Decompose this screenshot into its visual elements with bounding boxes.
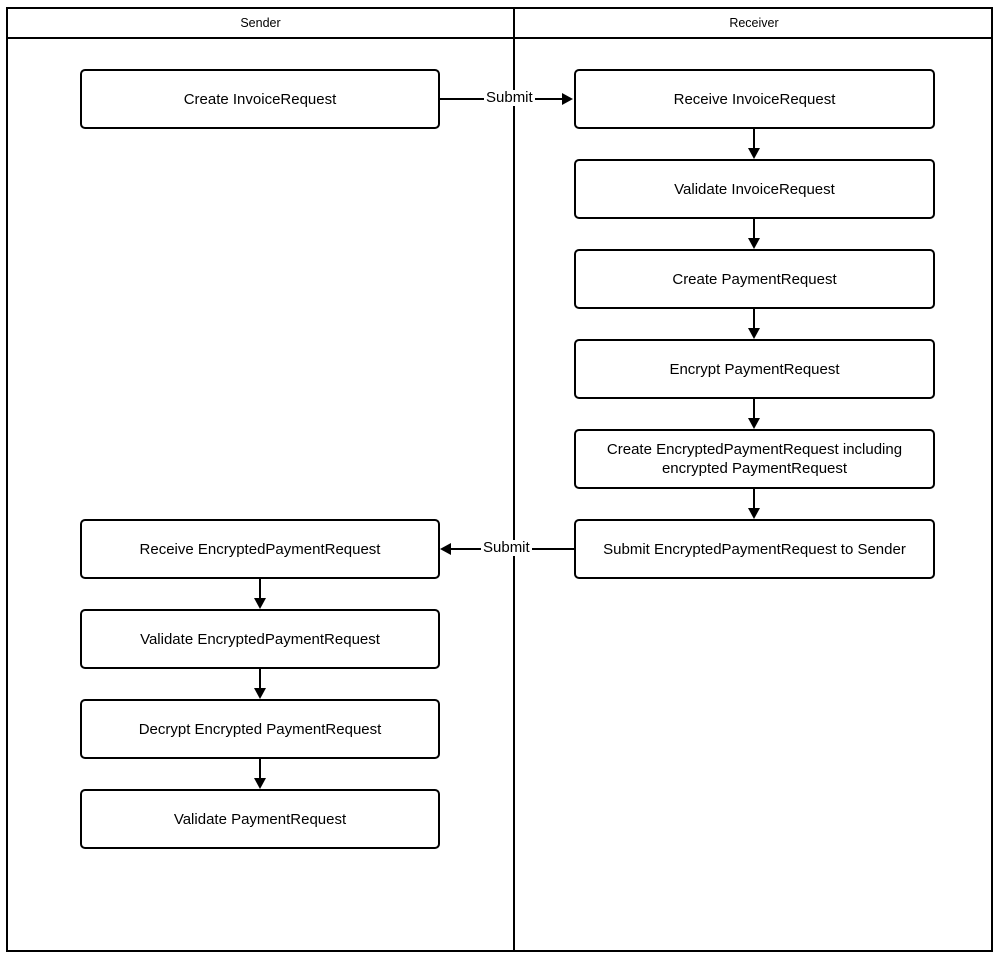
node-create-invoicerequest[interactable]: Create InvoiceRequest xyxy=(80,69,440,129)
edge-label-submit-to-receiver: Submit xyxy=(484,89,535,106)
edge-arrowhead-submit-to-sender xyxy=(440,543,451,555)
edge-arrowhead-r5-r6 xyxy=(748,508,760,519)
edge-arrowhead-s3-s4 xyxy=(254,688,266,699)
edge-label-submit-to-sender: Submit xyxy=(481,539,532,556)
node-create-paymentrequest[interactable]: Create PaymentRequest xyxy=(574,249,935,309)
edge-arrowhead-r2-r3 xyxy=(748,238,760,249)
edge-arrowhead-r1-r2 xyxy=(748,148,760,159)
edge-line-s4-s5 xyxy=(259,759,261,780)
node-encrypt-paymentrequest[interactable]: Encrypt PaymentRequest xyxy=(574,339,935,399)
lane-title-sender: Sender xyxy=(240,16,281,30)
edge-arrowhead-r3-r4 xyxy=(748,328,760,339)
node-decrypt-encrypted-paymentrequest[interactable]: Decrypt Encrypted PaymentRequest xyxy=(80,699,440,759)
node-create-encryptedpaymentrequest[interactable]: Create EncryptedPaymentRequest including… xyxy=(574,429,935,489)
edge-line-r5-r6 xyxy=(753,489,755,510)
edge-line-s3-s4 xyxy=(259,669,261,690)
swimlane-header-divider xyxy=(6,37,993,39)
edge-arrowhead-s2-s3 xyxy=(254,598,266,609)
edge-line-r3-r4 xyxy=(753,309,755,330)
node-validate-paymentrequest[interactable]: Validate PaymentRequest xyxy=(80,789,440,849)
node-validate-encryptedpaymentrequest[interactable]: Validate EncryptedPaymentRequest xyxy=(80,609,440,669)
swimlane-vertical-divider xyxy=(513,7,515,952)
edge-arrowhead-s4-s5 xyxy=(254,778,266,789)
node-receive-encryptedpaymentrequest[interactable]: Receive EncryptedPaymentRequest xyxy=(80,519,440,579)
node-receive-invoicerequest[interactable]: Receive InvoiceRequest xyxy=(574,69,935,129)
edge-arrowhead-r4-r5 xyxy=(748,418,760,429)
node-validate-invoicerequest[interactable]: Validate InvoiceRequest xyxy=(574,159,935,219)
edge-line-s2-s3 xyxy=(259,579,261,600)
edge-line-r2-r3 xyxy=(753,219,755,240)
edge-line-r4-r5 xyxy=(753,399,755,420)
node-submit-encryptedpaymentrequest-to-sender[interactable]: Submit EncryptedPaymentRequest to Sender xyxy=(574,519,935,579)
edge-line-r1-r2 xyxy=(753,129,755,150)
lane-title-receiver: Receiver xyxy=(729,16,779,30)
edge-arrowhead-submit-to-receiver xyxy=(562,93,573,105)
